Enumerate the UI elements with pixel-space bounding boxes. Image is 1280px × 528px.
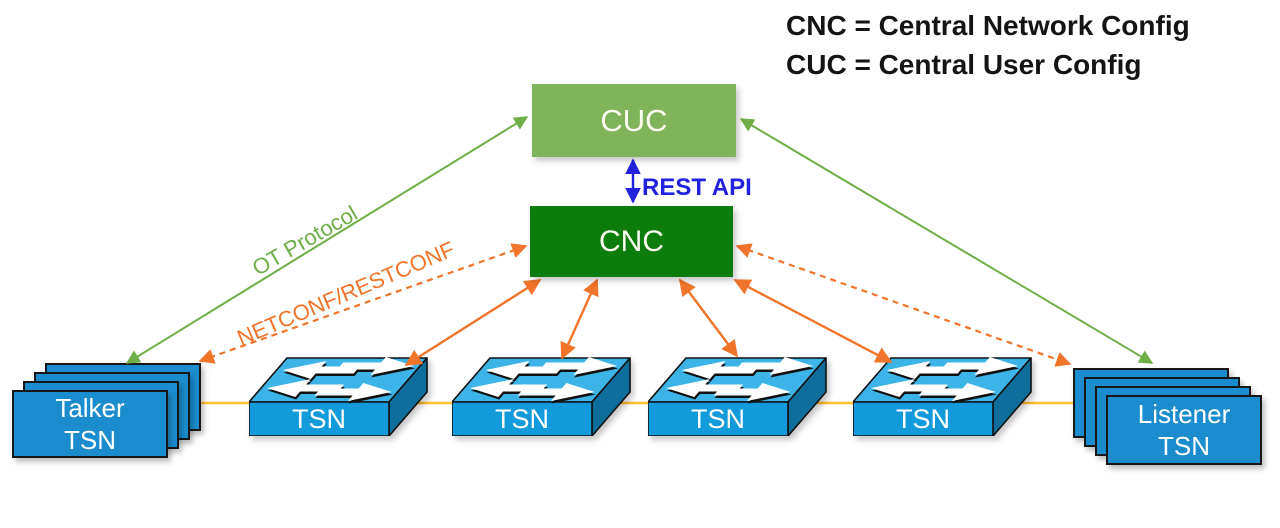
rest-api-label: REST API bbox=[642, 174, 752, 201]
cnc-switch-arrow-4 bbox=[733, 278, 893, 364]
cnc-switch-arrow-1 bbox=[404, 278, 542, 367]
tsn-switch-icon: TSN bbox=[648, 356, 828, 436]
listener-label-line2: TSN bbox=[1158, 431, 1210, 461]
legend-line-cuc: CUC = Central User Config bbox=[786, 49, 1142, 80]
switch-label: TSN bbox=[292, 403, 346, 434]
listener-label-line1: Listener bbox=[1137, 399, 1231, 429]
legend: CNC = Central Network Config CUC = Centr… bbox=[786, 6, 1190, 84]
talker-card: Talker TSN bbox=[12, 390, 168, 458]
listener-card: Listener TSN bbox=[1106, 395, 1262, 465]
cuc-label: CUC bbox=[600, 102, 668, 138]
netconf-arrow-right bbox=[735, 243, 1072, 367]
cuc-box: CUC bbox=[532, 84, 736, 157]
switch-label: TSN bbox=[896, 403, 950, 434]
talker-label-line2: TSN bbox=[64, 425, 116, 455]
talker-label-line1: Talker bbox=[55, 393, 125, 423]
cnc-switch-arrow-2 bbox=[560, 278, 599, 360]
cnc-label: CNC bbox=[599, 224, 664, 258]
ot-protocol-arrow-right bbox=[739, 118, 1154, 364]
legend-line-cnc: CNC = Central Network Config bbox=[786, 10, 1190, 41]
switch-label: TSN bbox=[495, 403, 549, 434]
cnc-switch-arrow-3 bbox=[678, 278, 739, 358]
tsn-switch-icon: TSN bbox=[853, 356, 1033, 436]
netconf-arrow-left bbox=[198, 243, 528, 364]
ot-protocol-arrow-left bbox=[125, 116, 529, 364]
tsn-switch-icon: TSN bbox=[249, 356, 429, 436]
cnc-box: CNC bbox=[530, 206, 733, 277]
tsn-switch-icon: TSN bbox=[452, 356, 632, 436]
switch-label: TSN bbox=[691, 403, 745, 434]
